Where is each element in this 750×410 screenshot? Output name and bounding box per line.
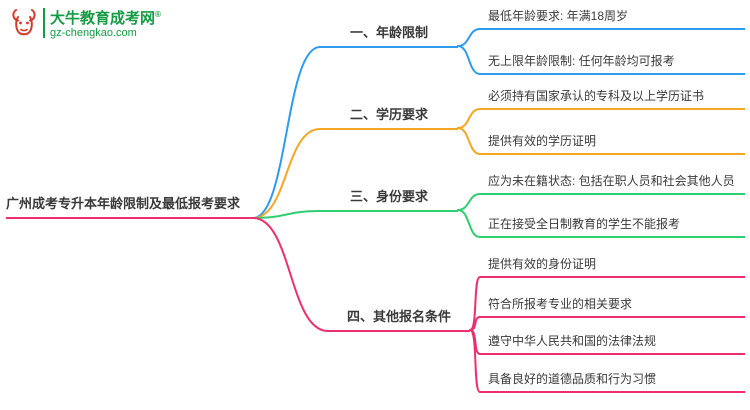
connector-other-leaf-3 xyxy=(469,329,481,355)
logo-title: 大牛教育成考网® xyxy=(50,10,161,27)
connector-age-leaf-2 xyxy=(457,45,481,75)
connector-age-leaf-1 xyxy=(457,28,481,47)
branch-node-age-limit: 一、年龄限制 xyxy=(320,25,458,48)
connector-identity-leaf-2 xyxy=(457,209,481,238)
branch-node-education: 二、学历要求 xyxy=(320,107,458,130)
connector-root-to-identity xyxy=(252,210,321,219)
leaf-node: 正在接受全日制教育的学生不能报考 xyxy=(480,217,745,238)
connector-root-to-other xyxy=(252,217,329,332)
leaf-node: 必须持有国家承认的专科及以上学历证书 xyxy=(480,89,745,110)
connector-other-leaf-2 xyxy=(469,316,481,331)
connector-education-leaf-1 xyxy=(457,108,481,129)
leaf-node: 提供有效的学历证明 xyxy=(480,134,745,155)
connector-root-to-age-limit xyxy=(252,46,321,219)
branch-node-other-conditions: 四、其他报名条件 xyxy=(328,309,470,332)
registered-mark: ® xyxy=(155,10,161,19)
connector-other-leaf-4 xyxy=(469,329,481,393)
leaf-node: 具备良好的道德品质和行为习惯 xyxy=(480,372,745,393)
logo-text: 大牛教育成考网® gz-chengkao.com xyxy=(50,6,161,40)
connector-identity-leaf-1 xyxy=(457,193,481,211)
leaf-node: 无上限年龄限制: 任何年龄均可报考 xyxy=(480,54,745,75)
leaf-node: 提供有效的身份证明 xyxy=(480,257,745,278)
logo-bull-icon xyxy=(12,9,36,36)
logo-divider xyxy=(43,8,45,38)
leaf-node: 符合所报考专业的相关要求 xyxy=(480,297,745,318)
root-node: 广州成考专升本年龄限制及最低报考要求 xyxy=(6,196,254,219)
leaf-node: 遵守中华人民共和国的法律法规 xyxy=(480,334,745,355)
leaf-node: 最低年龄要求: 年满18周岁 xyxy=(480,9,745,30)
logo-url: gz-chengkao.com xyxy=(50,27,137,39)
logo: 大牛教育成考网® gz-chengkao.com xyxy=(8,6,161,40)
connector-root-to-education xyxy=(252,128,321,219)
leaf-node: 应为未在籍状态: 包括在职人员和社会其他人员 xyxy=(480,174,745,195)
branch-node-identity: 三、身份要求 xyxy=(320,189,458,212)
connector-other-leaf-1 xyxy=(469,276,481,331)
connector-education-leaf-2 xyxy=(457,127,481,155)
